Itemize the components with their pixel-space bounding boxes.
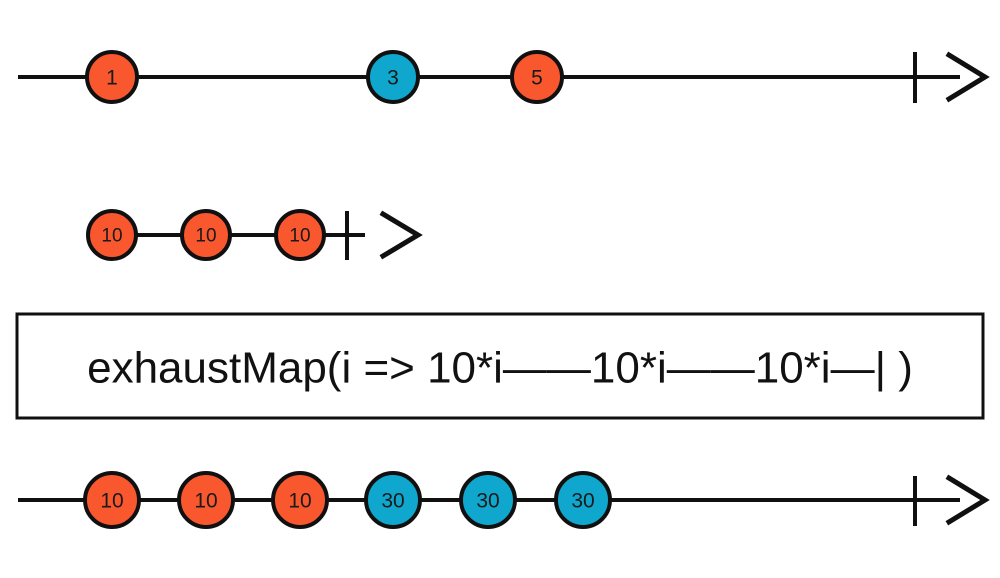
arrow-head-icon	[945, 474, 990, 526]
marble-label: 10	[100, 490, 123, 513]
arrow-head-icon	[945, 51, 990, 103]
marble-label: 10	[195, 226, 216, 247]
operator-box-label: exhaustMap(i => 10*i——10*i——10*i—| )	[87, 344, 913, 393]
marble[interactable]: 5	[510, 50, 564, 104]
arrow-head-icon	[379, 210, 423, 260]
marble[interactable]: 30	[459, 471, 517, 529]
marble[interactable]: 10	[271, 471, 329, 529]
marble-label: 30	[476, 490, 499, 513]
marble-circle	[85, 50, 139, 104]
marble-circle	[180, 209, 232, 261]
marble[interactable]: 10	[180, 209, 232, 261]
timeline-result-observable: 10 10 10 30 30 30	[18, 471, 990, 529]
operator-box-border	[15, 312, 985, 420]
marble-label: 1	[106, 67, 118, 90]
timeline-inner-observable: 10 10 10	[86, 209, 423, 261]
marble-label: 10	[289, 226, 310, 247]
marble-label: 5	[531, 67, 543, 90]
marble[interactable]: 10	[83, 471, 141, 529]
marble[interactable]: 10	[274, 209, 326, 261]
marble[interactable]: 10	[86, 209, 138, 261]
marble-circle	[364, 471, 422, 529]
marble[interactable]: 10	[177, 471, 235, 529]
marble-label: 10	[288, 490, 311, 513]
marble[interactable]: 30	[554, 471, 612, 529]
marble-label: 30	[381, 490, 404, 513]
marble-circle	[510, 50, 564, 104]
timeline-source-observable: 1 3 5	[18, 50, 990, 104]
marble[interactable]: 3	[366, 50, 420, 104]
marble-circle	[271, 471, 329, 529]
marble-label: 30	[571, 490, 594, 513]
marble-circle	[86, 209, 138, 261]
marble-circle	[554, 471, 612, 529]
marble-circle	[459, 471, 517, 529]
marble-circle	[274, 209, 326, 261]
marble-circle	[177, 471, 235, 529]
marble-circle	[83, 471, 141, 529]
marble[interactable]: 30	[364, 471, 422, 529]
marble-label: 10	[101, 226, 122, 247]
marble[interactable]: 1	[85, 50, 139, 104]
marble-label: 3	[387, 67, 399, 90]
marble-circle	[366, 50, 420, 104]
operator-box[interactable]: exhaustMap(i => 10*i——10*i——10*i—| )	[15, 312, 985, 420]
marble-label: 10	[194, 490, 217, 513]
